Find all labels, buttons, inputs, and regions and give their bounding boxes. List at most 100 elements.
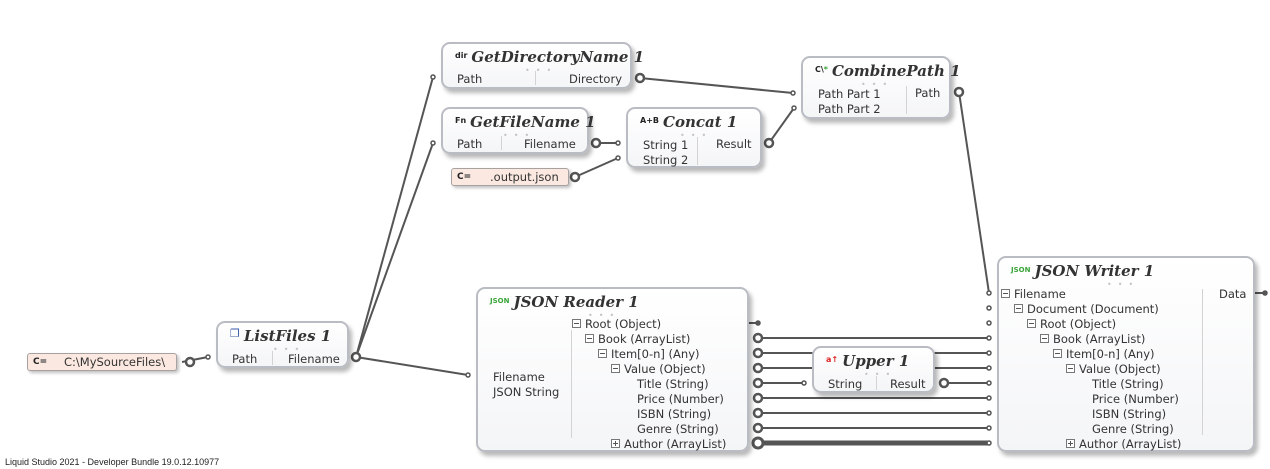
output-port-path[interactable]: Path [915, 86, 941, 100]
tree-port-row[interactable]: Filename [1001, 287, 1181, 302]
drag-handle[interactable]: ••• [864, 370, 897, 379]
constant-value[interactable]: C:\MySourceFiles\ [64, 355, 166, 369]
wire-listfiles-to-jsonreader[interactable] [355, 356, 469, 376]
node-title: a↑Upper 1 [826, 352, 910, 370]
tree-port-label: Genre (String) [1092, 422, 1174, 436]
collapse-icon[interactable] [572, 319, 581, 328]
tree-port-row[interactable]: Item[0-n] (Any) [572, 347, 726, 362]
tree-port-row[interactable]: Book (ArrayList) [572, 332, 726, 347]
tree-port-row[interactable]: Title (String) [1001, 377, 1181, 392]
drag-handle[interactable]: ••• [273, 345, 306, 354]
collapse-icon[interactable] [598, 349, 607, 358]
tree-port-row[interactable]: Title (String) [572, 377, 726, 392]
input-port-string-1[interactable]: String 1 [643, 138, 689, 152]
tree-port-label: Value (Object) [1079, 362, 1161, 376]
collapse-icon[interactable] [1001, 289, 1010, 298]
input-port-path[interactable]: Path [232, 352, 258, 366]
dir-icon: dir [455, 51, 468, 60]
collapse-icon[interactable] [1040, 334, 1049, 343]
collapse-icon[interactable] [1053, 349, 1062, 358]
wire-outputext-to-concat[interactable] [574, 157, 619, 178]
input-port-string[interactable]: String [828, 377, 863, 391]
wire-listfiles-to-getdirectoryname[interactable] [355, 76, 434, 358]
tree-port-row[interactable]: Item[0-n] (Any) [1001, 347, 1181, 362]
node-combinepath[interactable]: C\*CombinePath 1 ••• Path Part 1 Path Pa… [801, 56, 961, 119]
input-port-path[interactable]: Path [457, 137, 483, 151]
node-title: ❐ListFiles 1 [230, 327, 332, 345]
drag-handle[interactable]: ••• [861, 80, 894, 89]
constant-icon: C= [33, 357, 48, 367]
tree-port-label: Root (Object) [585, 317, 662, 331]
tree-port-row[interactable]: Book (ArrayList) [1001, 332, 1181, 347]
json-reader-icon: JSON [490, 297, 510, 305]
input-port-path-part-1[interactable]: Path Part 1 [818, 87, 881, 101]
wire-concat-to-combinepath[interactable] [768, 107, 795, 144]
wire-combinepath-to-jsonwriter[interactable] [958, 91, 990, 294]
upper-case-icon: a↑ [826, 355, 839, 364]
drag-handle[interactable]: ••• [525, 66, 558, 75]
concat-icon: A+B [640, 116, 659, 125]
node-upper[interactable]: a↑Upper 1 ••• String Result [812, 346, 935, 393]
tree-port-label: Author (ArrayList) [624, 437, 727, 451]
output-port-result[interactable]: Result [890, 377, 926, 391]
tree-port-label: Document (Document) [1027, 302, 1159, 316]
tree-port-row[interactable]: Author (ArrayList) [572, 437, 726, 452]
tree-port-row[interactable]: Document (Document) [1001, 302, 1181, 317]
input-port-path-part-2[interactable]: Path Part 2 [818, 102, 881, 116]
tree-port-row[interactable]: Value (Object) [572, 362, 726, 377]
tree-port-label: Author (ArrayList) [1079, 437, 1182, 451]
input-port-path[interactable]: Path [457, 72, 483, 86]
tree-port-label: ISBN (String) [637, 407, 712, 421]
collapse-icon[interactable] [585, 334, 594, 343]
constant-source-path[interactable]: C= C:\MySourceFiles\ [27, 353, 177, 371]
tree-port-row[interactable]: Genre (String) [572, 422, 726, 437]
collapse-icon[interactable] [611, 364, 620, 373]
input-port-json-string[interactable]: JSON String [493, 385, 560, 399]
constant-output-extension[interactable]: C= .output.json [451, 168, 569, 186]
tree-port-label: Item[0-n] (Any) [611, 347, 700, 361]
drag-handle[interactable]: ••• [503, 131, 536, 140]
output-port-data[interactable]: Data [1219, 287, 1247, 301]
tree-port-row[interactable]: Genre (String) [1001, 422, 1181, 437]
tree-port-label: Item[0-n] (Any) [1066, 347, 1155, 361]
constant-value[interactable]: .output.json [490, 170, 559, 184]
drag-handle[interactable]: ••• [680, 131, 713, 140]
tree-port-row[interactable]: Root (Object) [1001, 317, 1181, 332]
tree-port-row[interactable]: Price (Number) [1001, 392, 1181, 407]
input-port-filename[interactable]: Filename [493, 370, 545, 384]
tree-port-label: Value (Object) [624, 362, 706, 376]
wire-getdirectoryname-to-combinepath[interactable] [639, 77, 794, 94]
wire-listfiles-to-getfilename[interactable] [355, 142, 434, 358]
node-listfiles[interactable]: ❐ListFiles 1 ••• Path Filename [216, 321, 349, 368]
expand-icon[interactable] [611, 439, 620, 448]
tree-port-row[interactable]: Price (Number) [572, 392, 726, 407]
output-port-directory[interactable]: Directory [569, 72, 623, 86]
tree-port-row[interactable]: ISBN (String) [572, 407, 726, 422]
output-port-result[interactable]: Result [716, 137, 752, 151]
constant-icon: C= [457, 172, 472, 182]
tree-port-row[interactable]: ISBN (String) [1001, 407, 1181, 422]
drag-handle[interactable]: ••• [588, 311, 621, 320]
collapse-icon[interactable] [1027, 319, 1036, 328]
drag-handle[interactable]: ••• [1107, 280, 1140, 289]
tree-port-label: Price (Number) [637, 392, 724, 406]
collapse-icon[interactable] [1014, 304, 1023, 313]
tree-port-label: Filename [1014, 287, 1066, 301]
tree-port-row[interactable]: Author (ArrayList) [1001, 437, 1181, 452]
tree-port-row[interactable]: Root (Object) [572, 317, 726, 332]
collapse-icon[interactable] [1066, 364, 1075, 373]
expand-icon[interactable] [1066, 439, 1075, 448]
node-title: C\*CombinePath 1 [815, 62, 961, 80]
output-port-filename[interactable]: Filename [288, 352, 340, 366]
output-port-filename[interactable]: Filename [524, 137, 576, 151]
tree-port-row[interactable]: Value (Object) [1001, 362, 1181, 377]
input-port-string-2[interactable]: String 2 [643, 153, 689, 167]
